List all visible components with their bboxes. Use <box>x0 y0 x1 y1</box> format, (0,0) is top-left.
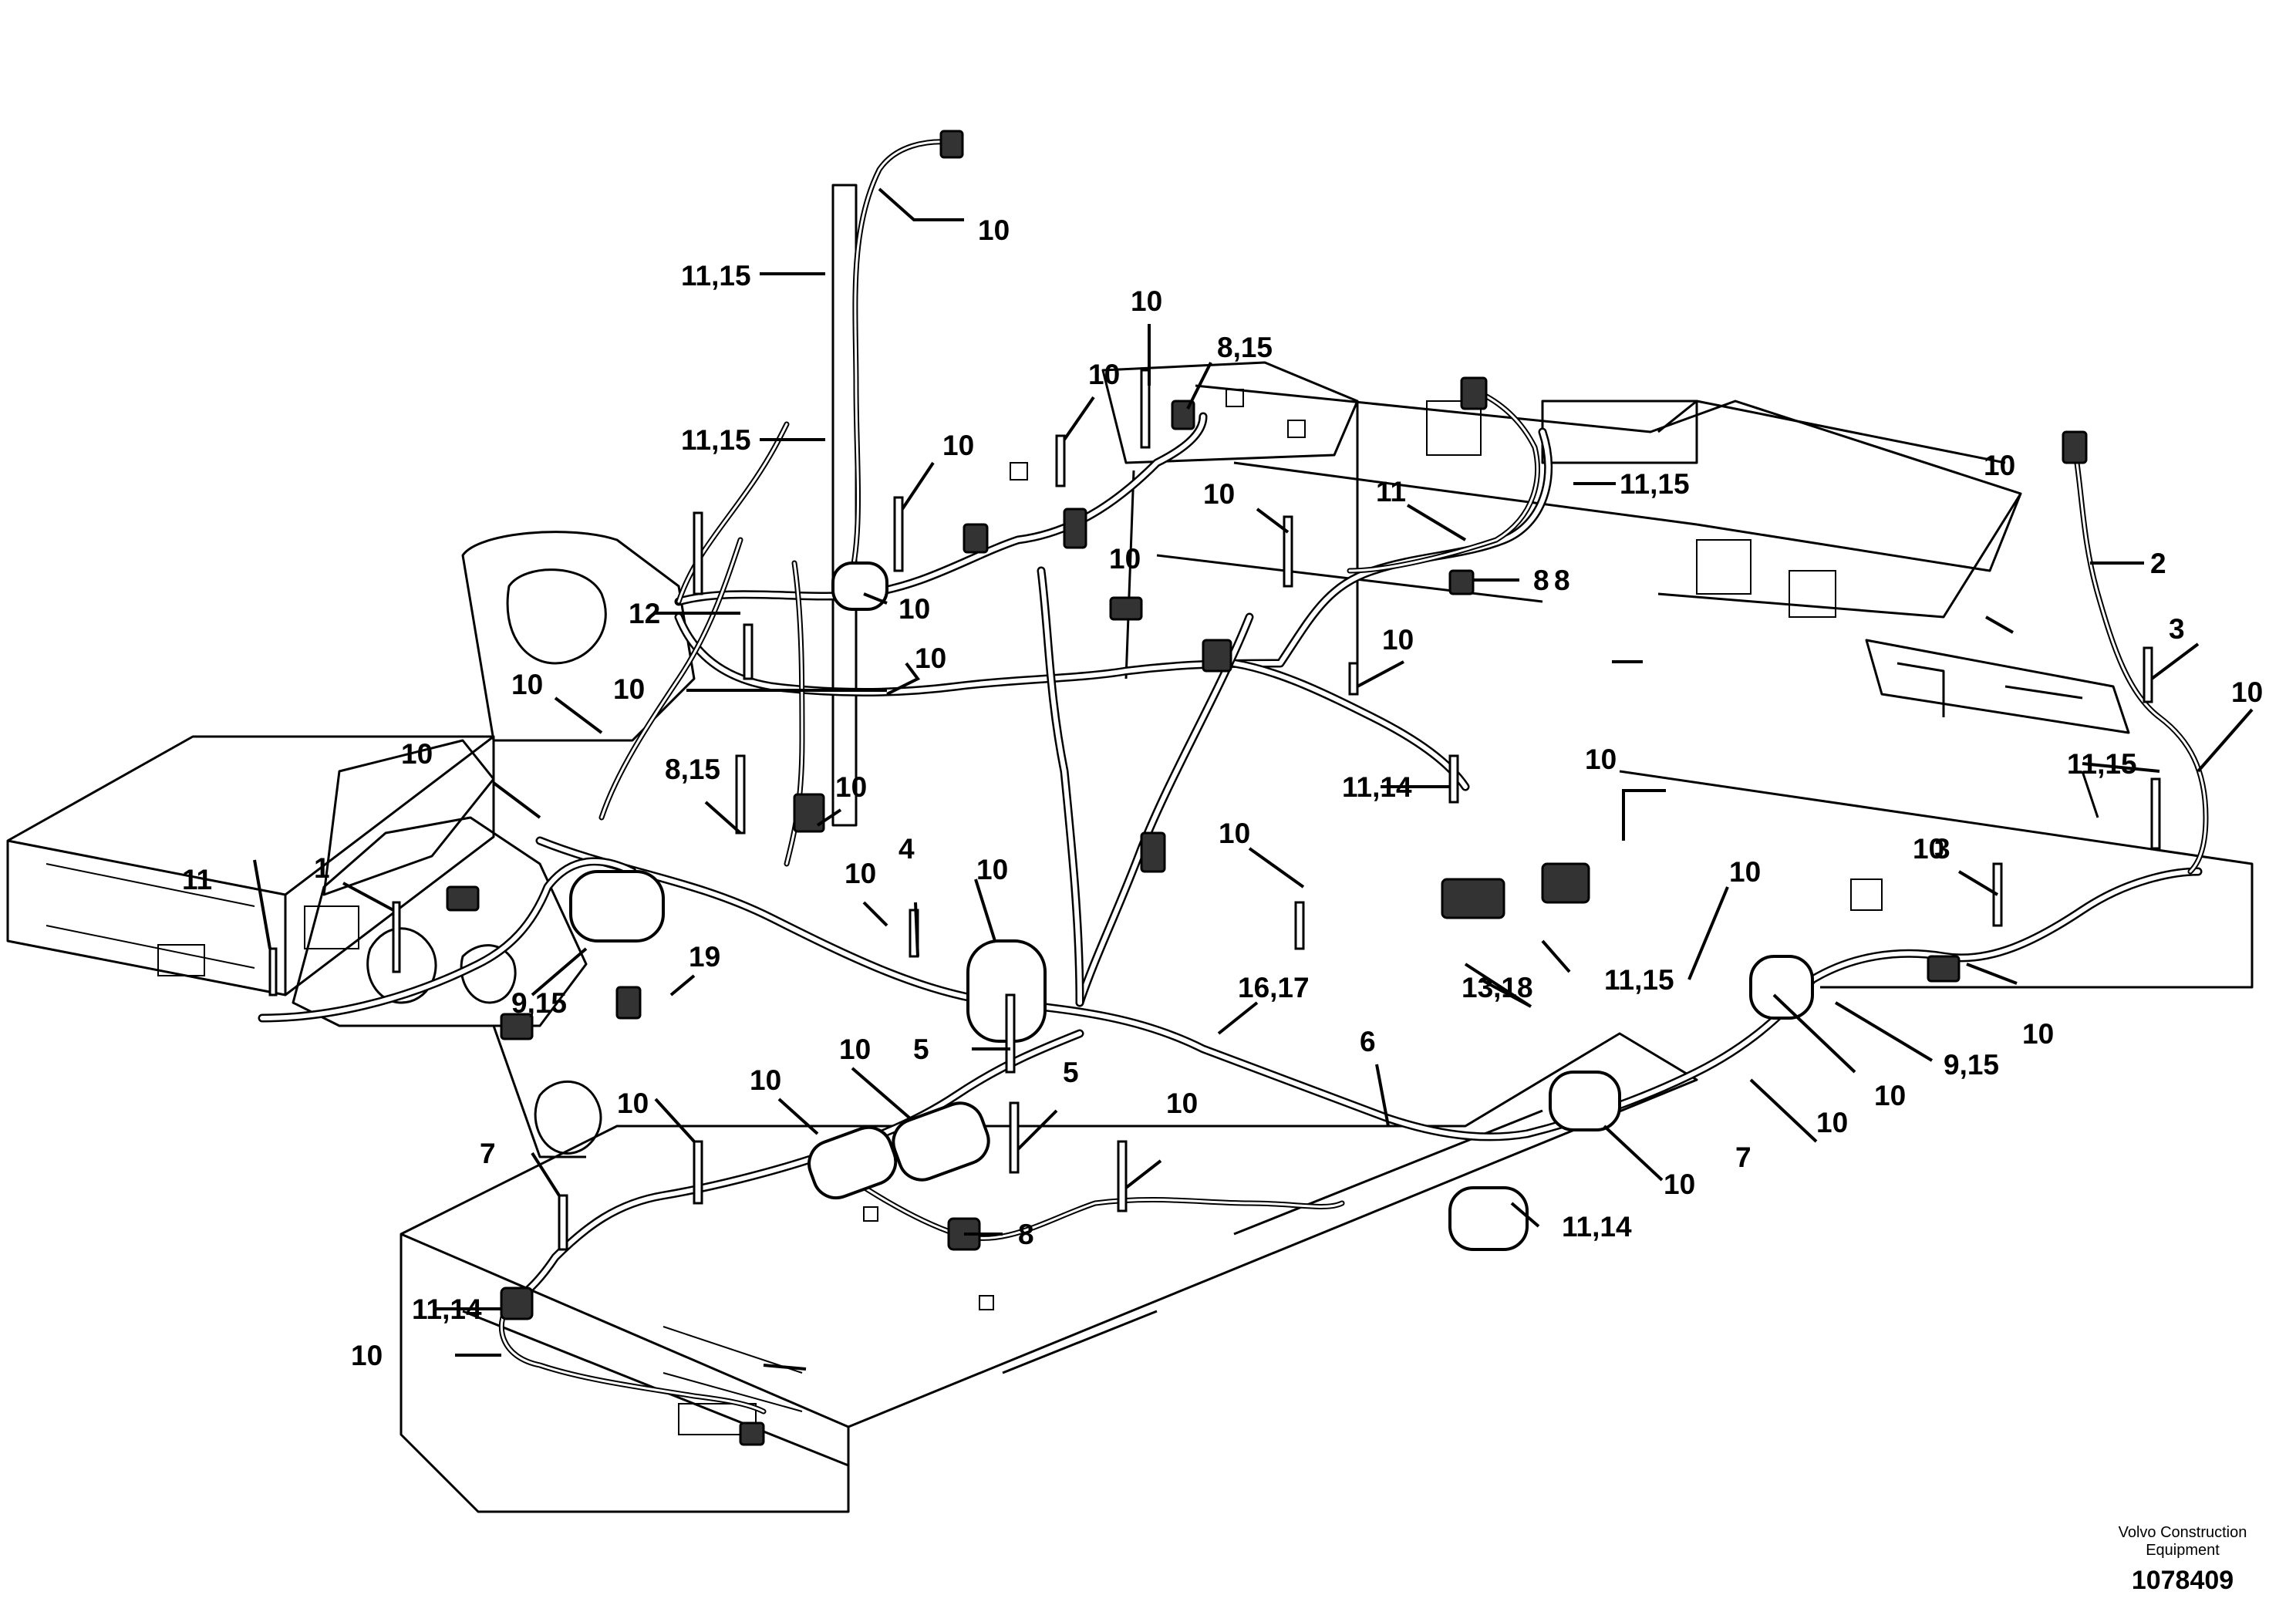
callout-label: 10 <box>1816 1107 1848 1138</box>
grommet-7b <box>1549 1071 1621 1131</box>
callout-label: 11,15 <box>681 260 751 292</box>
callout-label: 10 <box>1585 744 1617 775</box>
callout-label: 8,15 <box>1217 332 1273 363</box>
callout-label: 8,15 <box>665 754 720 785</box>
callout-label: 10 <box>835 771 867 803</box>
callout-label: 10 <box>978 214 1010 246</box>
callout-label: 19 <box>689 941 720 973</box>
callout-label: 11,14 <box>412 1293 482 1325</box>
callout-label: 11,15 <box>681 424 751 456</box>
callout-label: 5 <box>913 1034 929 1065</box>
callout-label: 10 <box>351 1340 383 1371</box>
callout-label: 10 <box>1219 818 1250 849</box>
callout-label: 10 <box>845 858 876 889</box>
callout-label: 10 <box>1088 359 1120 390</box>
callout-label: 11 <box>1376 476 1406 508</box>
chassis-frame-drawing <box>6 184 2254 1513</box>
company-name-line1: Volvo Construction <box>2118 1524 2247 1541</box>
callout-label: 10 <box>2231 676 2263 708</box>
callout-label: 10 <box>1109 543 1141 575</box>
callout-label: 8 <box>1533 565 1549 596</box>
callout-label: 10 <box>976 854 1008 885</box>
grommet-7a <box>1448 1186 1529 1251</box>
callout-labels: 10 11,15 10 8,15 10 11,15 10 10 11 11,15… <box>182 214 2263 1371</box>
callout-label: 1 <box>314 852 330 884</box>
callout-label: 3 <box>1934 833 1950 865</box>
callout-label: 10 <box>1664 1168 1695 1200</box>
callout-label: 10 <box>511 669 543 700</box>
callout-label: 10 <box>2022 1018 2054 1050</box>
callout-label: 9,15 <box>511 987 567 1019</box>
callout-label: 10 <box>1984 450 2015 481</box>
connectors <box>446 130 2088 1446</box>
figure-number: 1078409 <box>2131 1566 2234 1595</box>
callout-label: 10 <box>750 1064 781 1096</box>
callout-label: 10 <box>1729 856 1761 888</box>
grommet-5a <box>892 1101 990 1182</box>
leader-lines <box>253 187 2254 1371</box>
callout-label: 10 <box>1203 478 1235 510</box>
callout-label: 11,15 <box>1604 964 1674 996</box>
callout-label: 11,15 <box>2067 748 2137 780</box>
callout-label: 10 <box>1131 285 1162 317</box>
company-name-line2: Equipment <box>2146 1542 2220 1559</box>
grommet-19 <box>569 870 665 943</box>
callout-label: 4 <box>899 833 915 865</box>
grommet-12 <box>831 561 888 611</box>
callout-label: 13,18 <box>1462 972 1533 1003</box>
callout-label: 8 <box>1018 1219 1034 1250</box>
callout-label: 10 <box>915 642 946 674</box>
callout-label: 11 <box>182 864 212 895</box>
grommet-6 <box>1749 955 1814 1020</box>
callout-label: 10 <box>839 1034 871 1065</box>
callout-label: 6 <box>1360 1026 1376 1057</box>
callout-label: 7 <box>1735 1141 1752 1173</box>
grommets <box>569 561 1814 1251</box>
callout-label: 8 <box>1554 565 1570 596</box>
callout-label: 10 <box>1166 1088 1198 1119</box>
callout-label: 7 <box>480 1138 496 1169</box>
callout-label: 10 <box>1382 624 1414 656</box>
callout-label: 5 <box>1063 1057 1079 1088</box>
callout-label: 11,14 <box>1342 771 1412 803</box>
callout-label: 9,15 <box>1944 1049 1999 1081</box>
callout-label: 11,14 <box>1562 1211 1632 1243</box>
callout-label: 3 <box>2169 613 2185 645</box>
callout-label: 10 <box>401 738 433 770</box>
callout-label: 10 <box>899 593 930 625</box>
callout-label: 10 <box>942 430 974 461</box>
callout-label: 11,15 <box>1620 468 1690 500</box>
cable-ties <box>268 369 2161 1251</box>
callout-label: 10 <box>613 673 645 705</box>
callout-label: 10 <box>617 1088 649 1119</box>
callout-label: 16,17 <box>1238 972 1310 1003</box>
callout-label: 10 <box>1913 833 1944 865</box>
callout-label: 12 <box>629 598 660 629</box>
grommet-5b <box>807 1125 898 1200</box>
callout-label: 2 <box>2150 548 2166 579</box>
callout-label: 10 <box>1874 1080 1906 1111</box>
